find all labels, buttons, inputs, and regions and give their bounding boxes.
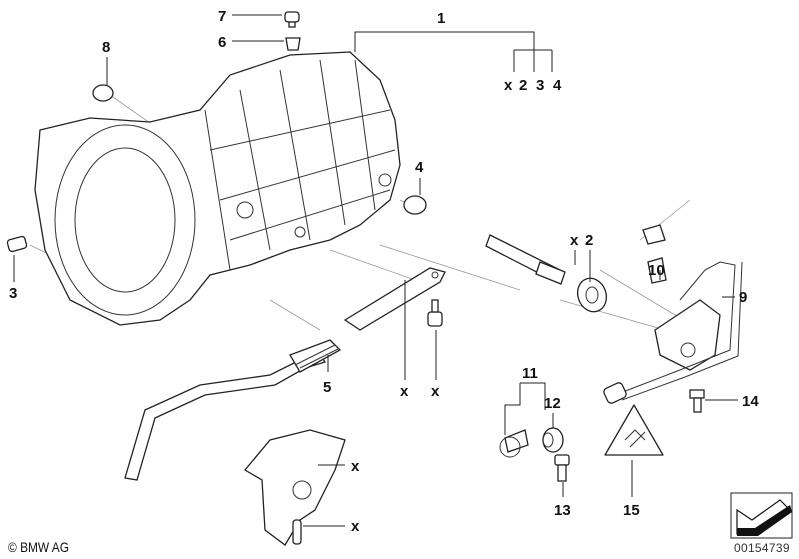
selector-lever[interactable] xyxy=(343,267,446,331)
dowel-pin-3[interactable] xyxy=(6,235,28,253)
label-8: 8 xyxy=(102,39,110,56)
label-14: 14 xyxy=(742,393,759,410)
leader-lines xyxy=(13,14,738,527)
label-5: 5 xyxy=(323,379,331,396)
position-switch[interactable] xyxy=(654,299,721,371)
label-x-lever: x xyxy=(400,383,409,400)
label-x-bolt: x xyxy=(431,383,440,400)
label-x-shaft: x xyxy=(570,232,579,249)
label-2-seal: 2 xyxy=(585,232,593,249)
label-x: x xyxy=(504,77,513,94)
label-10: 10 xyxy=(648,262,665,279)
clip-10-bottom[interactable] xyxy=(647,257,667,284)
label-11: 11 xyxy=(522,365,538,382)
label-2: 2 xyxy=(519,77,527,94)
screw-14[interactable] xyxy=(689,389,705,413)
label-6: 6 xyxy=(218,34,226,51)
navigation-arrow-button[interactable] xyxy=(730,492,793,539)
warning-label-15[interactable] xyxy=(604,404,664,456)
plug-4[interactable] xyxy=(403,195,427,215)
label-x-plate: x xyxy=(351,458,360,475)
selector-shaft[interactable] xyxy=(485,234,566,285)
label-3: 3 xyxy=(536,77,544,94)
label-9: 9 xyxy=(739,289,747,306)
label-4: 4 xyxy=(553,77,562,94)
label-3-pin: 3 xyxy=(9,285,17,302)
plug-8[interactable] xyxy=(92,84,114,102)
clip-10-top[interactable] xyxy=(642,224,666,245)
breather-cap[interactable] xyxy=(284,11,300,28)
selector-rod[interactable] xyxy=(124,339,342,481)
label-4-plug: 4 xyxy=(415,159,424,176)
connector[interactable] xyxy=(603,382,628,405)
bolt-lever[interactable] xyxy=(427,299,443,327)
shaft-seal[interactable] xyxy=(573,274,611,316)
label-1: 1 xyxy=(437,10,445,27)
label-15: 15 xyxy=(623,502,640,519)
transmission-housing[interactable] xyxy=(34,51,401,326)
label-x-pin: x xyxy=(351,518,360,535)
label-12: 12 xyxy=(544,395,561,412)
bracket-11[interactable] xyxy=(499,429,529,458)
label-7: 7 xyxy=(218,8,226,25)
vent-plug[interactable] xyxy=(285,37,301,51)
wiring-harness-9[interactable] xyxy=(614,261,743,401)
copyright-text: © BMW AG xyxy=(8,539,70,555)
pin-x[interactable] xyxy=(292,519,302,545)
grommet-12[interactable] xyxy=(542,427,564,453)
screw-13[interactable] xyxy=(554,454,570,482)
diagram-number: 00154739 xyxy=(734,541,790,555)
label-13: 13 xyxy=(554,502,571,519)
